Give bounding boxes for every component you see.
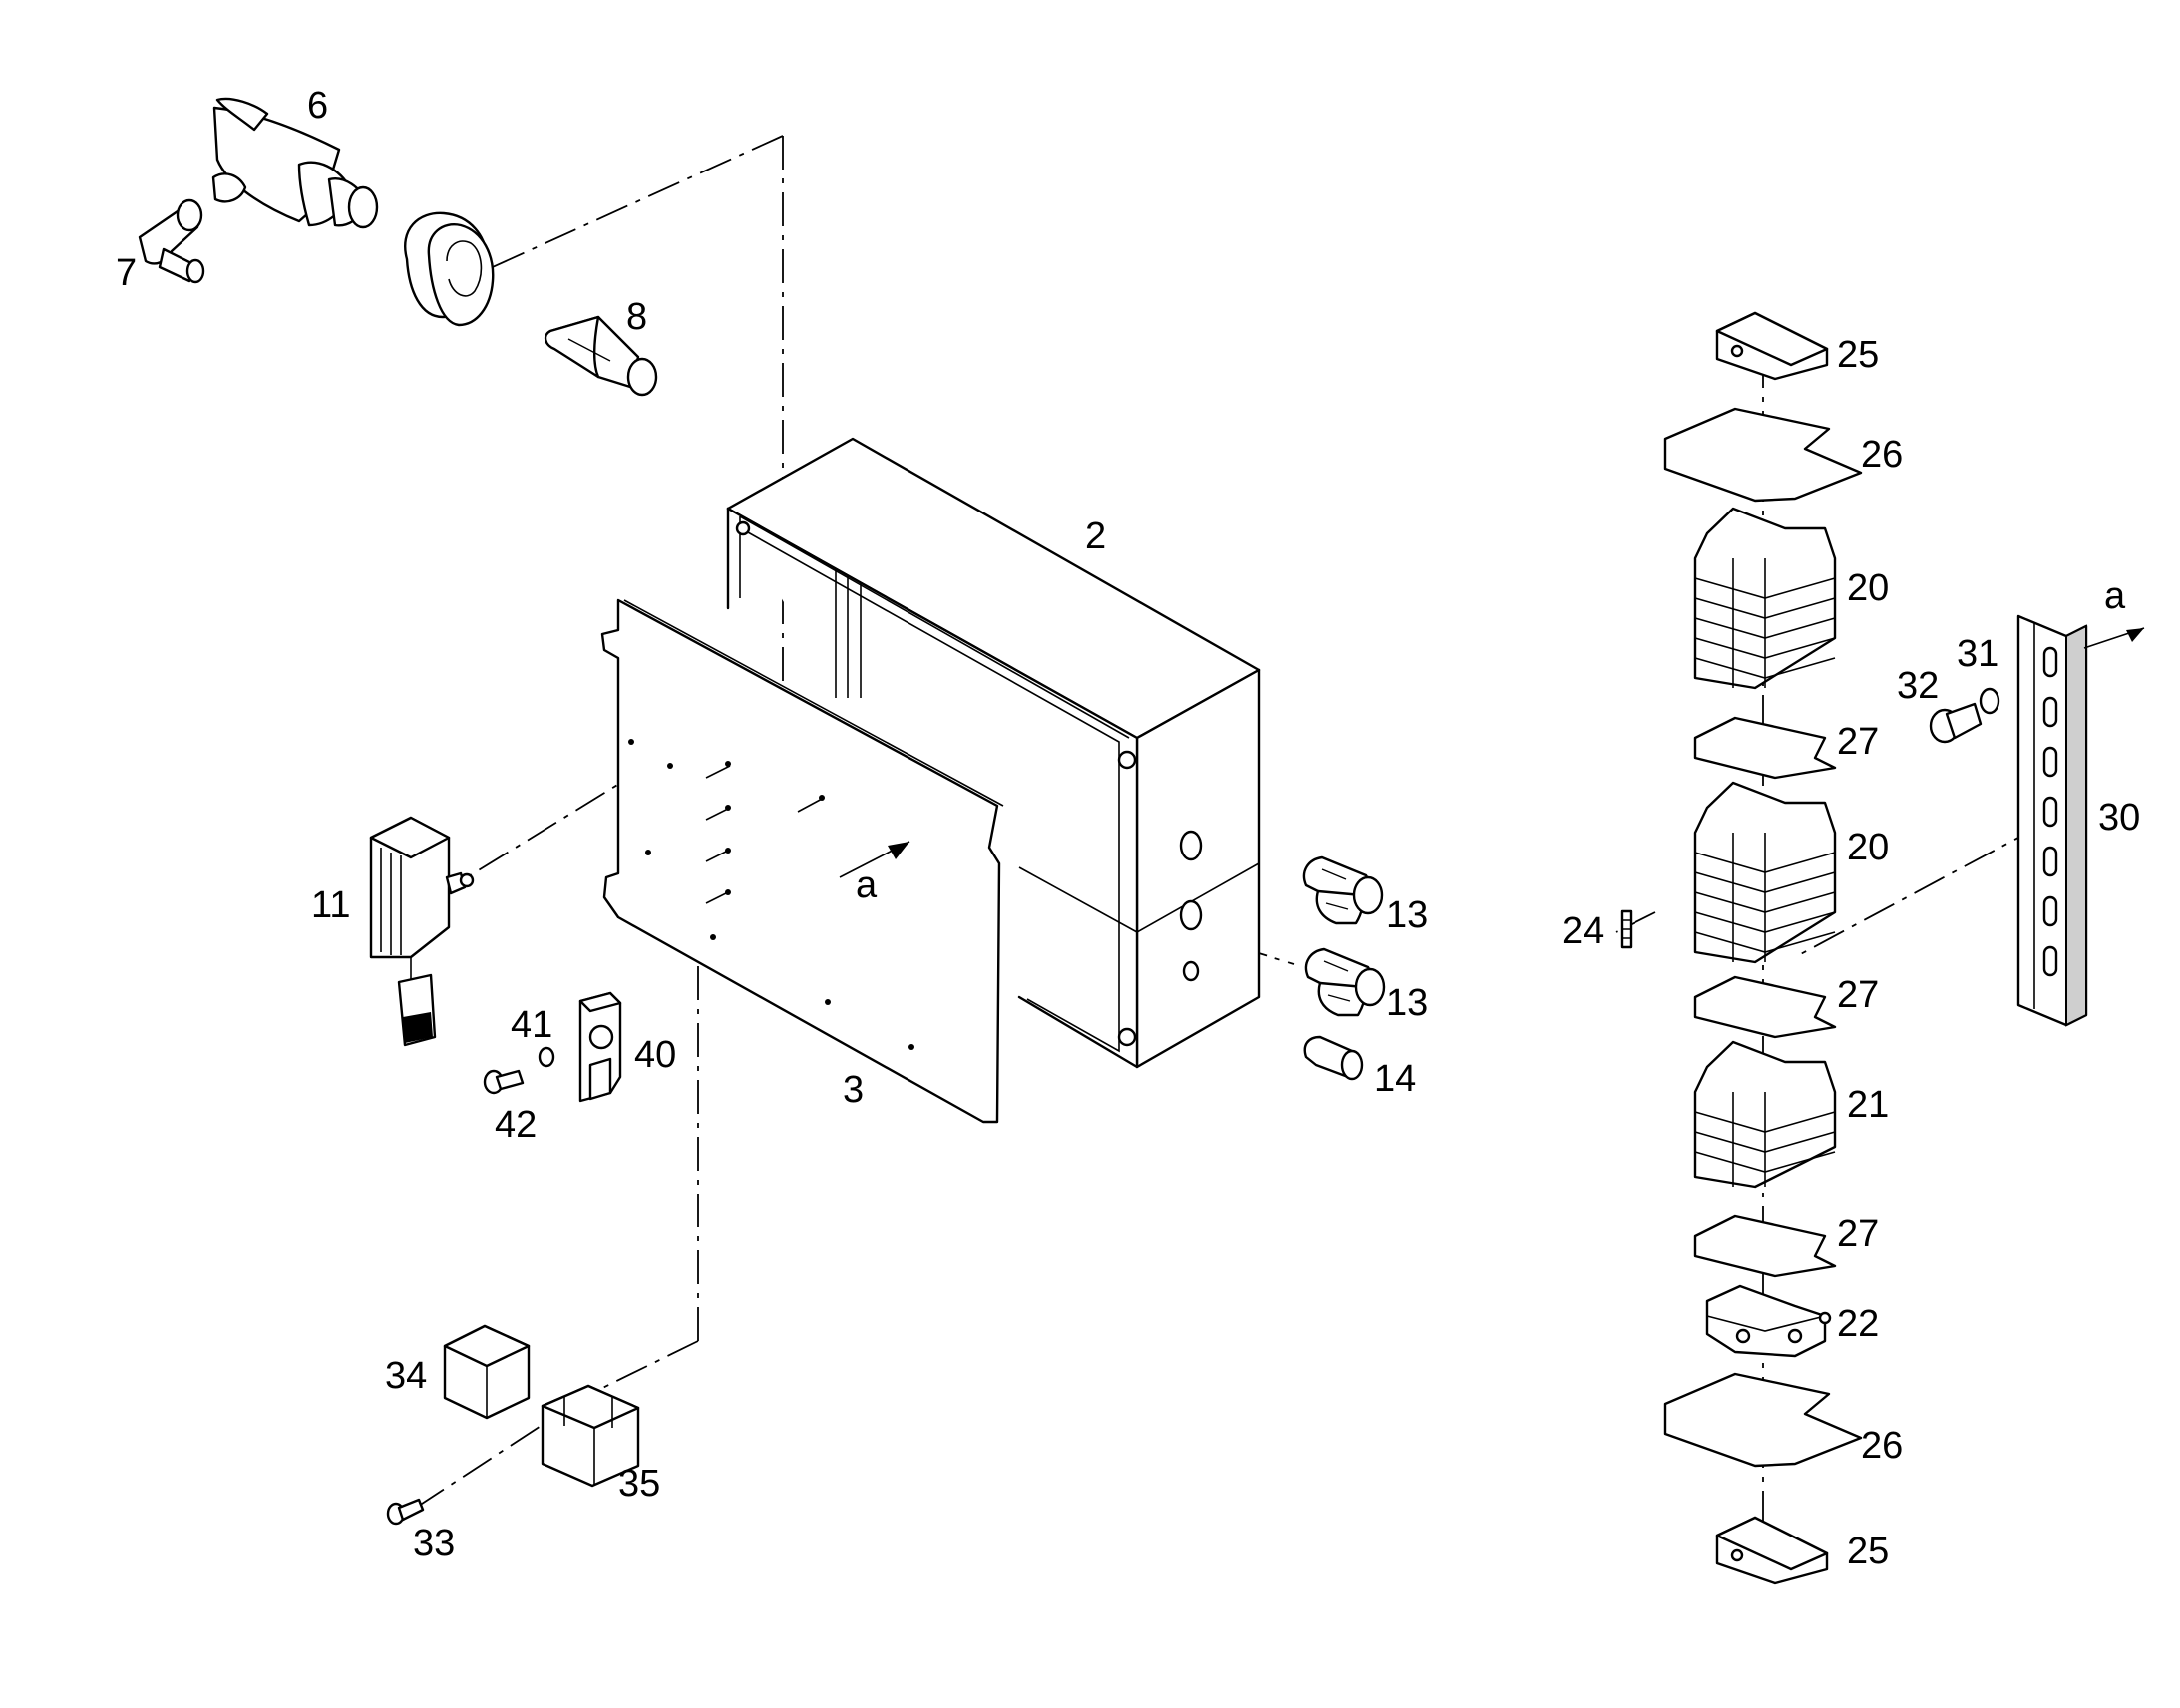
callout-cable-gland-top: 13 <box>1386 894 1428 936</box>
din-rail-set <box>1929 614 2145 1027</box>
elbow-fitting <box>138 198 205 284</box>
direction-label-rail: a <box>2104 575 2126 617</box>
callout-bracket-screw: 42 <box>495 1104 537 1146</box>
end-plate-top <box>1663 407 1863 503</box>
cable-gland-bottom <box>1304 947 1386 1017</box>
callout-end-plate-top: 26 <box>1861 434 1903 476</box>
separator-3 <box>1693 1214 1837 1278</box>
callout-elbow-fitting: 7 <box>116 252 137 294</box>
callout-mounting-plate: 3 <box>843 1069 864 1111</box>
small-gland <box>1303 1035 1364 1081</box>
callout-labels: 2 3 6 7 8 11 13 13 14 20 20 21 22 24 25 … <box>116 85 2140 1572</box>
callout-small-gland: 14 <box>1374 1058 1416 1100</box>
callout-sensor: 6 <box>307 85 328 127</box>
terminal-block-top <box>1693 507 1837 690</box>
callout-heater: 11 <box>311 884 350 926</box>
callout-nozzle: 8 <box>626 296 647 338</box>
callout-bracket: 40 <box>634 1034 676 1076</box>
callout-relay-socket: 35 <box>618 1463 660 1505</box>
cable-gland-top <box>1302 855 1384 925</box>
callout-cable-gland-bottom: 13 <box>1386 982 1428 1024</box>
callout-washer: 31 <box>1957 633 1998 675</box>
direction-label-plate: a <box>856 864 878 906</box>
callout-din-rail: 30 <box>2098 797 2140 839</box>
marker-strip <box>1620 909 1633 949</box>
callout-rail-screw: 32 <box>1897 665 1939 707</box>
ground-terminal <box>1705 1284 1832 1358</box>
callout-relay: 34 <box>385 1355 427 1397</box>
mounting-plate <box>600 598 1004 1124</box>
callout-separator-3: 27 <box>1837 1213 1879 1255</box>
terminal-block-mid <box>1693 781 1837 964</box>
separator-1 <box>1693 716 1837 780</box>
callout-separator-2: 27 <box>1837 974 1879 1016</box>
sensor-clamp-ring <box>404 211 495 327</box>
terminal-block-low <box>1693 1040 1837 1189</box>
callout-relay-screw: 33 <box>413 1523 455 1564</box>
callout-end-plate-bottom: 26 <box>1861 1425 1903 1467</box>
separator-2 <box>1693 975 1837 1039</box>
bracket-set <box>483 991 622 1103</box>
sensor-body <box>211 97 379 229</box>
end-clamp-bottom <box>1715 1516 1829 1585</box>
heater <box>369 816 475 1047</box>
callout-end-clamp-top: 25 <box>1837 334 1879 376</box>
callout-bracket-washer: 41 <box>511 1004 552 1046</box>
nozzle <box>544 315 658 397</box>
callout-terminal-block-mid: 20 <box>1847 827 1889 868</box>
callout-separator-1: 27 <box>1837 721 1879 763</box>
sensor-assembly <box>138 97 658 397</box>
callout-marker-strip: 24 <box>1562 910 1604 952</box>
callout-end-clamp-bottom: 25 <box>1847 1531 1889 1572</box>
relay-set <box>386 1324 640 1526</box>
callout-terminal-block-low: 21 <box>1847 1084 1889 1126</box>
end-clamp-top <box>1715 311 1829 381</box>
callout-terminal-block-top: 20 <box>1847 567 1889 609</box>
terminal-stack <box>1620 311 1863 1585</box>
end-plate-bottom <box>1663 1372 1863 1468</box>
callout-enclosure: 2 <box>1085 515 1106 557</box>
callout-terminal-ground: 22 <box>1837 1303 1879 1345</box>
cable-glands <box>1302 855 1386 1081</box>
